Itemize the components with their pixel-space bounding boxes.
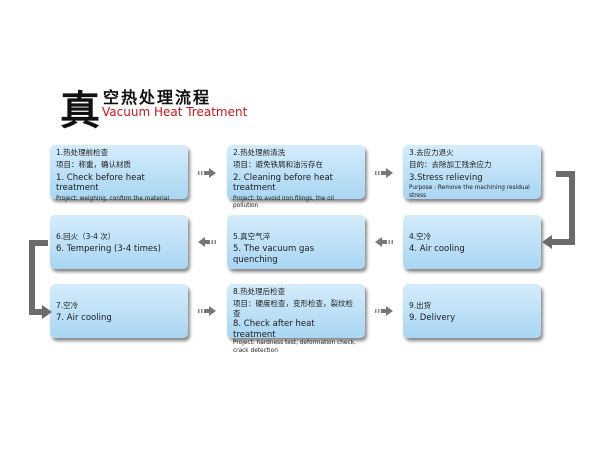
step-6: 6.回火（3-4 次） 6. Tempering (3-4 times) bbox=[50, 215, 188, 269]
step-2: 2.热处理前清洗 项目：避免铁屑和油污存在 2. Cleaning before… bbox=[227, 145, 365, 209]
step-en: 5. The vacuum gas quenching bbox=[233, 244, 315, 265]
title-english: Vacuum Heat Treatment bbox=[102, 105, 248, 119]
step-cn: 4.空冷 bbox=[409, 232, 432, 241]
step-9: 9.出货 9. Delivery bbox=[403, 284, 541, 338]
step-3: 3.去应力退火 目的：去除加工残余应力 3.Stress relieving P… bbox=[403, 145, 541, 199]
step-en-detail: Purpose : Remove the machining residual … bbox=[409, 185, 530, 199]
step-en: 7. Air cooling bbox=[56, 313, 112, 324]
step-en: 9. Delivery bbox=[409, 313, 456, 324]
step-en: 3.Stress relieving bbox=[409, 172, 483, 183]
step-cn: 9.出货 bbox=[409, 301, 432, 310]
step-cn: 5.真空气淬 bbox=[233, 232, 271, 241]
step-cn: 2.热处理前清洗 bbox=[233, 148, 286, 157]
step-en-detail: Project: hardness test, deformation chec… bbox=[233, 340, 356, 354]
step-cn: 3.去应力退火 bbox=[409, 148, 454, 157]
step-en: 6. Tempering (3-4 times) bbox=[56, 244, 161, 255]
step-5: 5.真空气淬 5. The vacuum gas quenching bbox=[227, 215, 365, 269]
step-cn: 8.热处理后检查 bbox=[233, 287, 286, 296]
step-en-detail: Project: weighing, confirm the material bbox=[56, 196, 169, 202]
arrow-right-icon bbox=[198, 168, 216, 178]
step-en-detail: Project: to avoid iron filings, the oil … bbox=[233, 196, 334, 210]
step-cn-detail: 目的：去除加工残余应力 bbox=[409, 160, 492, 170]
step-en: 4. Air cooling bbox=[409, 244, 465, 255]
step-en: 8. Check after heat treatment bbox=[233, 319, 315, 340]
step-cn: 1.热处理前检查 bbox=[56, 148, 109, 157]
step-4: 4.空冷 4. Air cooling bbox=[403, 215, 541, 269]
step-en: 2. Cleaning before heat treatment bbox=[233, 172, 333, 194]
step-cn-detail: 项目：硬度检查，变形检查，裂纹检查 bbox=[233, 299, 353, 318]
step-cn-detail: 项目：称重，确认材质 bbox=[56, 160, 131, 170]
connector-left-down-icon bbox=[29, 240, 52, 319]
title-chinese: 空热处理流程 bbox=[103, 88, 212, 107]
step-en: 1. Check before heat treatment bbox=[56, 172, 145, 194]
step-7: 7.空冷 7. Air cooling bbox=[50, 284, 188, 338]
step-cn-detail: 项目：避免铁屑和油污存在 bbox=[233, 160, 323, 170]
step-1: 1.热处理前检查 项目：称重，确认材质 1. Check before heat… bbox=[50, 145, 188, 202]
arrow-left-icon bbox=[375, 237, 393, 247]
arrow-right-icon bbox=[375, 306, 393, 316]
logo-char: 真 bbox=[60, 87, 100, 134]
step-8: 8.热处理后检查 项目：硬度检查，变形检查，裂纹检查 8. Check afte… bbox=[227, 284, 365, 354]
step-cn: 6.回火（3-4 次） bbox=[56, 232, 116, 241]
arrow-right-icon bbox=[375, 168, 393, 178]
arrow-left-icon bbox=[198, 237, 216, 247]
arrow-right-icon bbox=[198, 306, 216, 316]
step-cn: 7.空冷 bbox=[56, 301, 79, 310]
connector-right-down-icon bbox=[542, 171, 575, 249]
